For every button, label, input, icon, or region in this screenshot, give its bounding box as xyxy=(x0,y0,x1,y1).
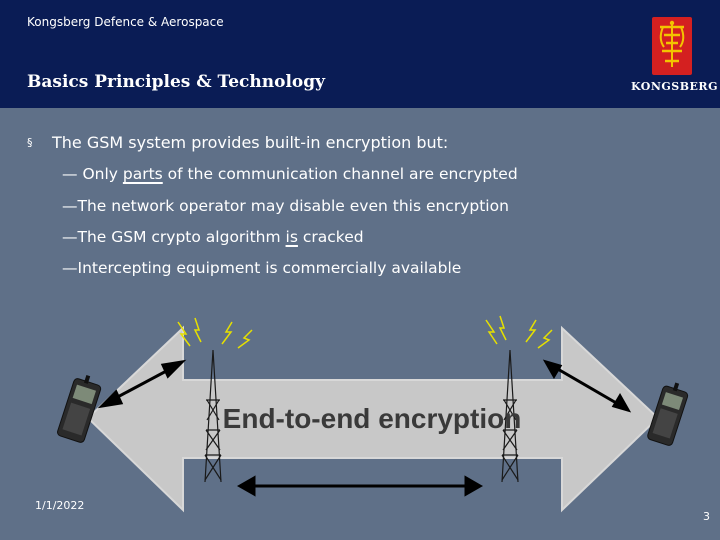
connection-arrow xyxy=(542,359,632,413)
sub-bullet-dash: — xyxy=(62,259,78,277)
sub-bullet-text: Intercepting equipment is commercially a… xyxy=(77,259,462,277)
sub-bullet: —The network operator may disable even t… xyxy=(62,197,509,215)
slide-date: 1/1/2022 xyxy=(35,499,85,512)
sub-bullet-dash: — xyxy=(62,228,78,246)
signal-bolt-icon xyxy=(485,315,553,349)
company-name: Kongsberg Defence & Aerospace xyxy=(27,15,224,29)
connection-arrow xyxy=(236,475,484,497)
radio-tower-icon xyxy=(501,349,519,483)
connection-arrow xyxy=(97,359,187,409)
radio-tower-icon xyxy=(204,349,222,483)
sub-bullet-emphasis: is xyxy=(285,228,298,246)
sub-bullet: —The GSM crypto algorithm is cracked xyxy=(62,228,364,246)
mobile-phone-icon xyxy=(57,375,102,443)
sub-bullet-emphasis: parts xyxy=(122,165,163,183)
kongsberg-wordmark: KONGSBERG xyxy=(631,80,718,93)
signal-bolt-icon xyxy=(177,317,253,349)
kongsberg-crest-logo xyxy=(652,17,692,75)
sub-bullet-text: The GSM crypto algorithm xyxy=(77,228,286,246)
sub-bullet-dash: — xyxy=(62,197,78,215)
bullet-marker: § xyxy=(27,136,33,149)
mobile-phone-icon xyxy=(647,382,689,446)
header-bar: Kongsberg Defence & Aerospace Basics Pri… xyxy=(0,0,720,108)
main-bullet-text: The GSM system provides built-in encrypt… xyxy=(52,133,449,152)
sub-bullet: — Only parts of the communication channe… xyxy=(62,165,518,183)
sub-bullet-text: cracked xyxy=(297,228,364,246)
page-number: 3 xyxy=(703,510,710,523)
sub-bullet-dash: — xyxy=(62,165,83,183)
main-bullet: § The GSM system provides built-in encryp… xyxy=(27,133,448,152)
sub-bullet-text: Only xyxy=(82,165,123,183)
encryption-diagram: End-to-end encryption xyxy=(57,315,689,513)
arrow-label: End-to-end encryption xyxy=(223,403,522,434)
sub-bullet-text: of the communication channel are encrypt… xyxy=(162,165,518,183)
slide-title: Basics Principles & Technology xyxy=(27,72,326,92)
sub-bullet-text: The network operator may disable even th… xyxy=(77,197,509,215)
sub-bullet: —Intercepting equipment is commercially … xyxy=(62,259,461,277)
